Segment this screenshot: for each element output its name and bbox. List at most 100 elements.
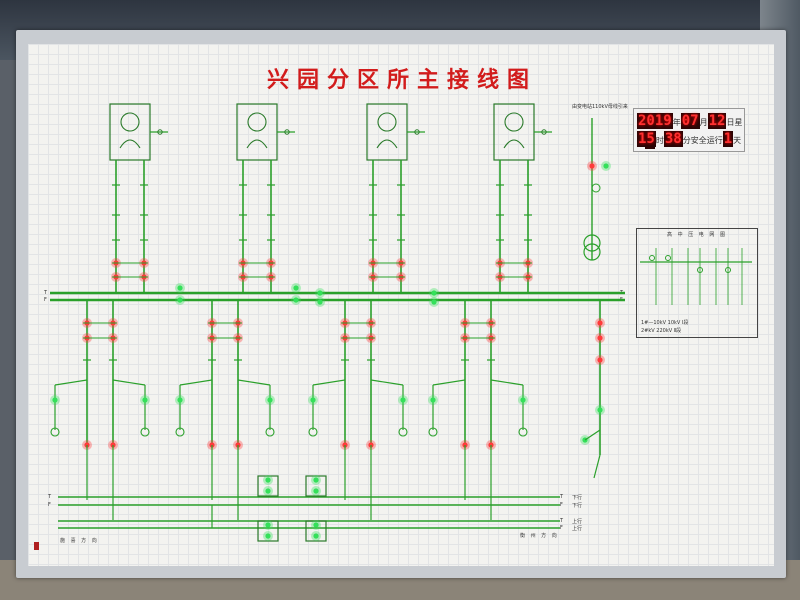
right-feeder-lamp-3 (597, 357, 603, 363)
clock-minute: 38 (663, 131, 683, 147)
clock-year-unit: 年 (672, 118, 681, 127)
lower-coupler-upper-lamp-a-2 (313, 477, 319, 483)
right-feeder-tail (593, 454, 601, 479)
legend-title: 高 中 压 电 网 图 (667, 232, 727, 238)
incoming-unit-3-ct-symbol (414, 129, 420, 135)
right-feeder-lamp-1 (597, 320, 603, 326)
outgoing-group-1-branch-left (54, 379, 88, 386)
clock-day-unit: 日 (726, 118, 735, 127)
bus-section-lamp-4 (293, 297, 299, 303)
safe-days-label: 安全运行 (690, 136, 723, 145)
incoming-unit-1-winding-symbol (119, 139, 141, 149)
outgoing-group-4-branch-lamp-2 (520, 397, 526, 403)
supply-source-label: 由变电站110kV母线引来 (572, 104, 628, 110)
incoming-unit-4-winding-symbol (503, 139, 525, 149)
supply-transformer-primary (583, 234, 601, 252)
outgoing-group-4-branch-right (490, 379, 524, 386)
supply-lamp-2 (603, 163, 609, 169)
incoming-unit-1-transformer-symbol (120, 112, 140, 132)
outgoing-group-2-branch-lamp-1 (177, 397, 183, 403)
bus-label-lower-right-tf4: 上行 (572, 526, 583, 532)
outgoing-group-1-branch-right (112, 379, 146, 386)
mimic-board (28, 44, 774, 566)
bus-label-lower-right-tf3: 上行 (572, 519, 583, 525)
clock-hour: 15 (637, 131, 656, 147)
clock-hour-unit: 时 (655, 136, 664, 145)
safe-days-unit: 天 (733, 136, 742, 145)
outgoing-group-3-branch-lamp-1 (310, 397, 316, 403)
bus-section-lamp-5 (317, 290, 323, 296)
clock-day: 12 (707, 113, 727, 129)
incoming-unit-3-winding-symbol (376, 139, 398, 149)
legend-symbol-3 (697, 267, 703, 273)
legend-symbol-2 (665, 255, 671, 261)
footer-left-direction: 施 喜 方 向 (60, 538, 99, 544)
outgoing-group-1-branch-lamp-2 (142, 397, 148, 403)
lower-coupler-upper-lamp-b-1 (265, 488, 271, 494)
digital-clock: 2019年07月12日星期5 15时38分安全运行1天 (633, 108, 745, 152)
lower-coupler-upper-1 (257, 475, 279, 497)
legend-panel: 高 中 压 电 网 图 1#—10kV 10kV Ⅰ段 2#kV 220kV Ⅱ… (636, 228, 758, 338)
bus-label-f-left: F (44, 297, 47, 303)
outgoing-group-1-branch-lamp-1 (52, 397, 58, 403)
outgoing-group-3-branch-transformer-2 (398, 427, 408, 437)
outgoing-group-3-branch-left (312, 379, 346, 386)
lower-coupler-lower-lamp-b-2 (313, 533, 319, 539)
bus-label-lower-right-t2: T (560, 518, 564, 524)
legend-note-1: 1#—10kV 10kV Ⅰ段 (641, 320, 689, 326)
outgoing-group-1-branch-transformer-1 (50, 427, 60, 437)
incoming-unit-2-transformer-symbol (247, 112, 267, 132)
incoming-unit-4-ct-symbol (541, 129, 547, 135)
lower-coupler-upper-lamp-a-1 (265, 477, 271, 483)
bus-section-lamp-8 (431, 299, 437, 305)
clock-year: 2019 (637, 113, 673, 129)
outgoing-group-2-branch-transformer-2 (265, 427, 275, 437)
right-feeder-lamp-2 (597, 335, 603, 341)
bus-section-lamp-2 (177, 297, 183, 303)
bus-section-lamp-7 (431, 290, 437, 296)
outgoing-group-4-branch-lamp-1 (430, 397, 436, 403)
board-title: 兴园分区所主接线图 (266, 67, 537, 93)
supply-transformer-secondary (583, 243, 601, 261)
incoming-unit-2-ct-symbol (284, 129, 290, 135)
bus-section-lamp-6 (317, 299, 323, 305)
bus-section-lamp-3 (293, 285, 299, 291)
lower-coupler-lower-lamp-b-1 (265, 533, 271, 539)
outgoing-group-2-branch-transformer-1 (175, 427, 185, 437)
outgoing-group-1-branch-transformer-2 (140, 427, 150, 437)
bus-label-t-left: T (44, 290, 48, 296)
clock-time-row: 15时38分安全运行1天 (637, 130, 741, 148)
footer-right-direction: 衡 州 方 向 (520, 533, 559, 539)
incoming-unit-3-frame (366, 103, 408, 161)
supply-ct-symbol (591, 183, 601, 193)
clock-minute-unit: 分 (682, 136, 691, 145)
legend-symbol-1 (649, 255, 655, 261)
lower-coupler-upper-lamp-b-2 (313, 488, 319, 494)
bus-label-lower-right-f1: F (560, 502, 563, 508)
outgoing-group-3-branch-transformer-1 (308, 427, 318, 437)
bus-label-lower-t: T (48, 494, 52, 500)
outgoing-group-2-branch-left (179, 379, 213, 386)
incoming-unit-3-transformer-symbol (377, 112, 397, 132)
outgoing-group-4-branch-transformer-2 (518, 427, 528, 437)
bus-label-lower-right-tf1: 下行 (572, 495, 583, 501)
lower-coupler-lower-1 (257, 520, 279, 542)
incoming-unit-4-frame (493, 103, 535, 161)
right-feeder-lamp-4 (597, 407, 603, 413)
bus-label-lower-f: F (48, 502, 51, 508)
lower-coupler-lower-2 (305, 520, 327, 542)
incoming-unit-4-transformer-symbol (504, 112, 524, 132)
outgoing-group-3-branch-lamp-2 (400, 397, 406, 403)
bus-label-lower-right-tf2: 下行 (572, 503, 583, 509)
legend-note-2: 2#kV 220kV Ⅱ段 (641, 328, 682, 334)
incoming-unit-2-frame (236, 103, 278, 161)
outgoing-group-4-branch-transformer-1 (428, 427, 438, 437)
incoming-unit-1-ct-symbol (157, 129, 163, 135)
outgoing-group-2-branch-lamp-2 (267, 397, 273, 403)
incoming-unit-2-winding-symbol (246, 139, 268, 149)
lower-coupler-lower-lamp-a-1 (265, 522, 271, 528)
outgoing-group-2-branch-right (237, 379, 271, 386)
supply-lamp-1 (589, 163, 595, 169)
